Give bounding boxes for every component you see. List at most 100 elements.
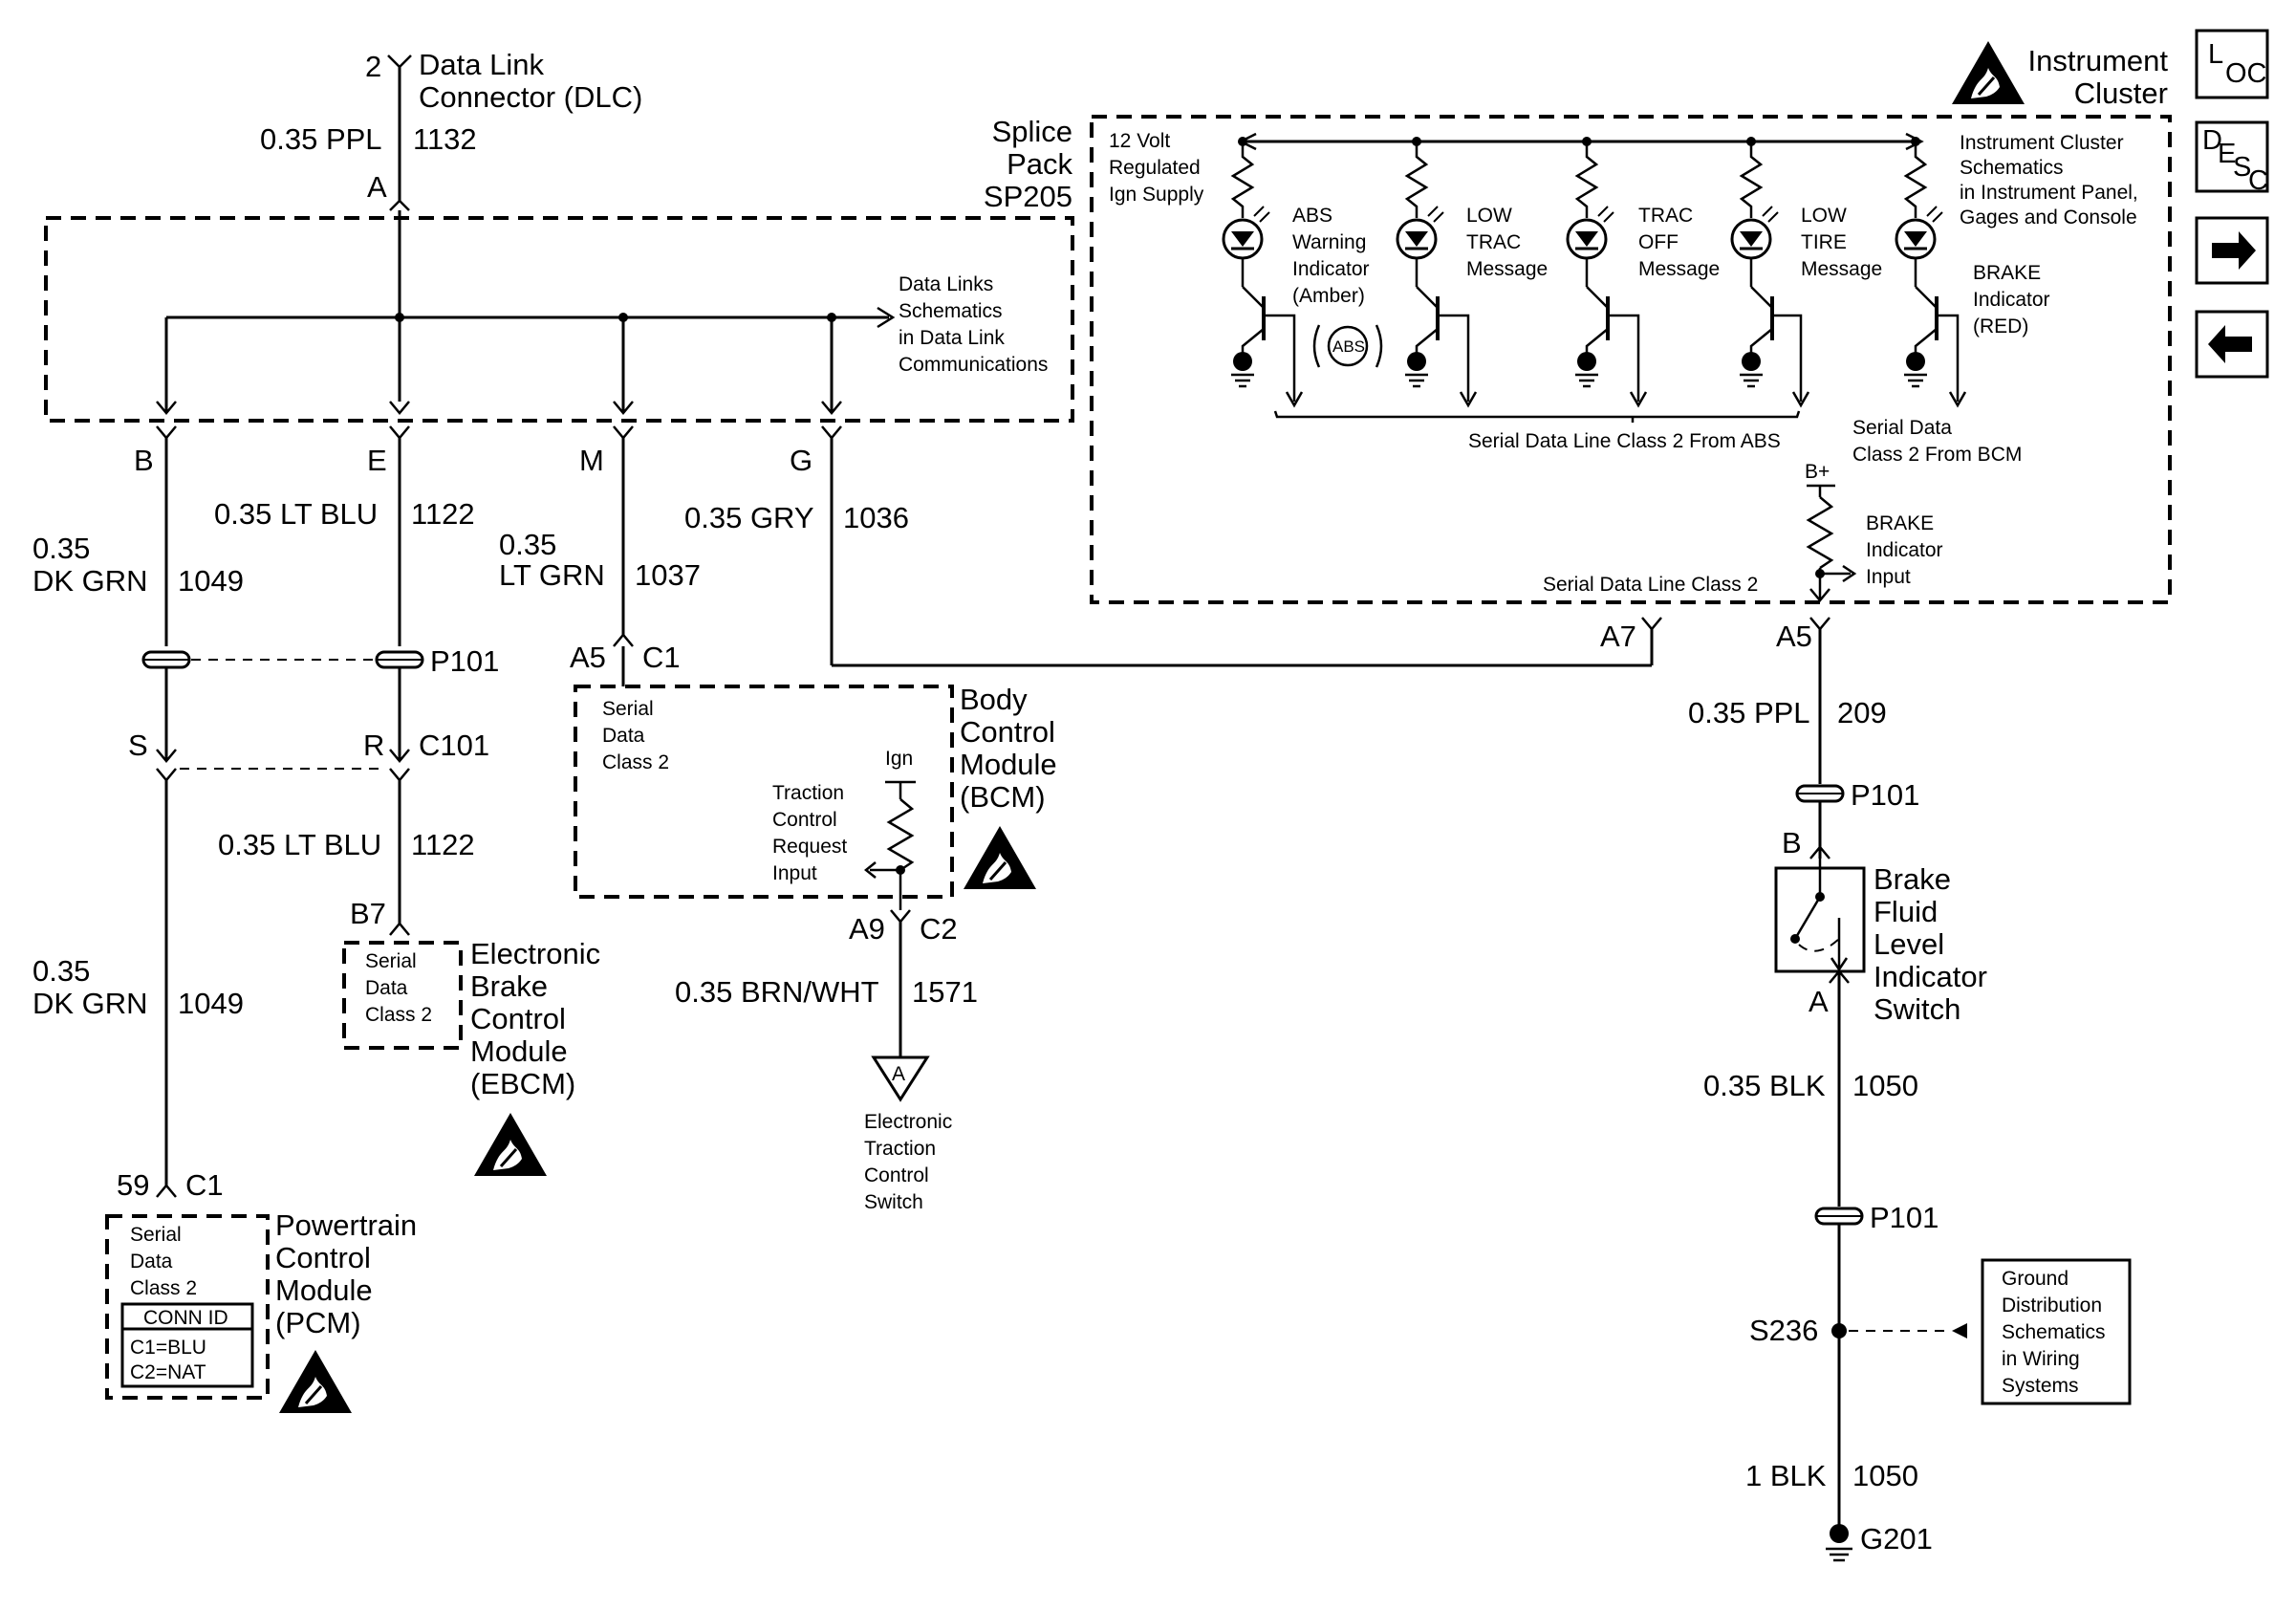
esd-warning-icon: [962, 824, 1038, 891]
arrow-right-icon: [2212, 231, 2256, 270]
pcm-name-3: Module: [275, 1273, 373, 1307]
low-tire-label-3: Message: [1801, 258, 1882, 280]
wire-b-color-2: DK GRN: [32, 564, 148, 598]
wire-1050-circuit: 1050: [1852, 1069, 1918, 1102]
serial-bcm-label-2: Class 2 From BCM: [1852, 444, 2022, 466]
terminal-e: E: [367, 444, 387, 477]
splice-pack-sp205: Splice Pack SP205 Data Links Schematics …: [44, 115, 1074, 423]
traction-switch-name-1: Electronic: [864, 1111, 952, 1133]
pcm-conn-id: CONN ID: [143, 1307, 228, 1329]
serial-line-label: Serial Data Line Class 2: [1543, 574, 1758, 596]
terminal-b: B: [134, 444, 154, 477]
splice-pack-name-3: SP205: [984, 180, 1072, 213]
ground-ref-5: Systems: [2002, 1375, 2079, 1397]
brake-label-1: BRAKE: [1973, 262, 2041, 284]
dlc-wire-color: 0.35 PPL: [260, 122, 382, 156]
wire-b-lower-circuit: 1049: [178, 987, 244, 1020]
switch-name-1: Brake: [1874, 862, 1951, 896]
wire-m-color-2: LT GRN: [499, 558, 605, 592]
bplus-label: B+: [1805, 461, 1830, 483]
esd-warning-icon: [277, 1348, 354, 1415]
ground-distribution-ref: Ground Distribution Schematics in Wiring…: [1981, 1258, 2132, 1405]
wire-b-color-1: 0.35: [32, 532, 90, 565]
previous-page-button[interactable]: [2195, 310, 2269, 379]
cluster-name-2: Cluster: [2074, 76, 2168, 110]
abs-label-2: Warning: [1292, 231, 1366, 253]
resistor-icon: [886, 798, 915, 872]
esd-warning-icon: [1950, 39, 2026, 106]
brake-input-label-2: Indicator: [1866, 539, 1943, 561]
low-tire-label-1: LOW: [1801, 205, 1847, 227]
brake-input-label-3: Input: [1866, 566, 1911, 588]
loc-label: L: [2208, 39, 2223, 70]
low-trac-indicator: LOW TRAC Message: [1396, 137, 1548, 408]
bcm-traction-4: Input: [772, 862, 817, 884]
desc-d-label: D: [2202, 125, 2222, 156]
bcm-conn-out: C2: [920, 912, 958, 946]
ebcm-name-3: Control: [470, 1002, 566, 1035]
bcm-name-3: Module: [960, 748, 1057, 781]
loc-sub-label: OC: [2225, 58, 2267, 89]
wire-g-color: 0.35 GRY: [684, 501, 814, 534]
next-page-button[interactable]: [2195, 216, 2269, 285]
p101-connector-top: P101: [141, 644, 499, 678]
instrument-cluster: Instrument Cluster 12 Volt Regulated Ign…: [1090, 39, 2172, 604]
cluster-ref-3: in Instrument Panel,: [1960, 182, 2138, 204]
dlc-name-line2: Connector (DLC): [419, 80, 642, 114]
trac-off-label-1: TRAC: [1638, 205, 1693, 227]
cluster-supply-2: Regulated: [1109, 157, 1201, 179]
switch-terminal-b: B: [1782, 826, 1802, 859]
wire-e-lower-color: 0.35 LT BLU: [218, 828, 381, 861]
wire-m-circuit: 1037: [635, 558, 701, 592]
pcm-inner-1: Serial: [130, 1224, 182, 1246]
pcm-c2-color: C2=NAT: [130, 1361, 206, 1383]
low-trac-label-1: LOW: [1466, 205, 1512, 227]
bcm-traction-3: Request: [772, 836, 847, 858]
brake-fluid-level-switch: Brake Fluid Level Indicator Switch: [1774, 859, 1987, 1026]
traction-switch-symbol: A: [892, 1063, 905, 1085]
pcm-name-1: Powertrain: [275, 1208, 417, 1242]
pcm-c1-color: C1=BLU: [130, 1337, 206, 1359]
loc-button[interactable]: L OC: [2195, 29, 2269, 99]
cluster-supply-3: Ign Supply: [1109, 184, 1204, 206]
bcm-name-1: Body: [960, 683, 1028, 716]
abs-label-3: Indicator: [1292, 258, 1370, 280]
trac-off-indicator: TRAC OFF Message: [1566, 137, 1720, 408]
bcm-pin-in: A5: [570, 641, 606, 674]
switch-name-2: Fluid: [1874, 895, 1938, 928]
bcm-module: A5 C1 Serial Data Class 2 Ign Traction C…: [570, 633, 1057, 1057]
wire-209-color: 0.35 PPL: [1688, 696, 1810, 729]
ebcm-inner-3: Class 2: [365, 1004, 432, 1026]
arrow-left-icon: [2208, 325, 2252, 363]
wire-b-lower-color-1: 0.35: [32, 954, 90, 988]
c101-terminal-s: S: [128, 729, 148, 762]
ebcm-name-2: Brake: [470, 969, 548, 1003]
bcm-inner-2: Data: [602, 725, 645, 747]
dlc-circuit-number: 1132: [413, 122, 477, 156]
trac-off-label-2: OFF: [1638, 231, 1679, 253]
traction-control-switch: A Electronic Traction Control Switch: [864, 1055, 952, 1213]
low-trac-label-2: TRAC: [1466, 231, 1521, 253]
data-links-ref-1: Data Links: [899, 273, 993, 295]
wire-209-circuit: 209: [1837, 696, 1887, 729]
pcm-name-4: (PCM): [275, 1306, 361, 1339]
wire-m-color-1: 0.35: [499, 528, 556, 561]
pcm-pin: 59: [117, 1168, 149, 1202]
c101-terminal-r: R: [363, 729, 384, 762]
trac-off-label-3: Message: [1638, 258, 1720, 280]
bcm-wire-circuit: 1571: [912, 975, 978, 1009]
data-link-connector: 2 Data Link Connector (DLC): [365, 48, 642, 114]
bcm-ign: Ign: [885, 748, 913, 770]
abs-label-4: (Amber): [1292, 285, 1365, 307]
ground-ref-3: Schematics: [2002, 1321, 2106, 1343]
ebcm-name-5: (EBCM): [470, 1067, 575, 1100]
cluster-pin-a5: A5: [1776, 620, 1812, 653]
traction-switch-name-2: Traction: [864, 1138, 936, 1160]
desc-button[interactable]: D E S C: [2195, 120, 2269, 196]
pcm-name-2: Control: [275, 1241, 371, 1274]
terminal-g: G: [790, 444, 812, 477]
bcm-traction-2: Control: [772, 809, 837, 831]
esd-warning-icon: [472, 1111, 549, 1178]
resistor-icon: [1230, 141, 1255, 218]
